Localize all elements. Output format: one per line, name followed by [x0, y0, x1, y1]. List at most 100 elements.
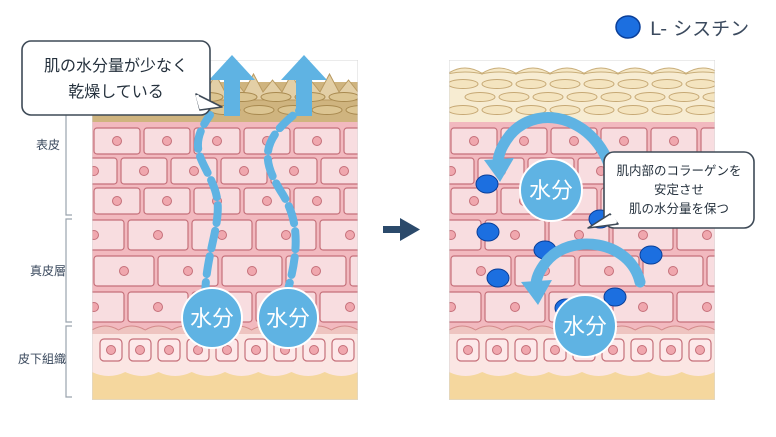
- cell-nucleus: [92, 230, 99, 240]
- fat-nucleus: [521, 345, 531, 355]
- cell-nucleus: [247, 266, 257, 276]
- corneum-cell: [243, 105, 275, 115]
- cell-nucleus: [189, 166, 199, 176]
- cell-nucleus: [112, 196, 122, 206]
- corneum-cell: [685, 79, 715, 89]
- corneum-cell: [566, 92, 598, 102]
- fat-nucleus: [463, 345, 473, 355]
- l-cystine-dot: [475, 174, 499, 194]
- corneum-cell: [549, 79, 581, 89]
- cell-nucleus: [574, 230, 584, 240]
- skin-cell: [92, 291, 125, 323]
- circulation-arrow-bottom-head: [521, 280, 552, 305]
- corneum-cell: [515, 105, 547, 115]
- fat-nucleus: [550, 345, 560, 355]
- water-circle-bg: [181, 287, 243, 349]
- skin-cell: [0, 220, 60, 250]
- circulation-arrow-top: [492, 112, 618, 181]
- skin-cell: [706, 255, 715, 287]
- cell-nucleus: [363, 197, 372, 206]
- l-cystine-dot: [639, 245, 663, 265]
- corneum-cell: [311, 105, 343, 115]
- cell-nucleus: [469, 136, 479, 146]
- right-callout-line2: 安定させ: [654, 182, 704, 197]
- cell-nucleus: [92, 302, 99, 312]
- corneum-cell: [449, 79, 479, 89]
- transition-arrow: [383, 218, 420, 241]
- water-circle: 水分: [257, 287, 319, 349]
- skin-cell: [349, 255, 358, 287]
- layer-brackets: [65, 94, 72, 398]
- water-circle-bg: [553, 294, 617, 358]
- fat-nucleus: [164, 345, 174, 355]
- right-callout: 肌内部のコラーゲンを 安定させ 肌の水分量を保つ: [587, 151, 755, 229]
- cell-nucleus: [420, 137, 429, 146]
- fat-band: [449, 372, 715, 400]
- l-cystine-dot: [476, 222, 500, 242]
- right-callout-line1: 肌内部のコラーゲンを: [616, 163, 741, 178]
- cell-nucleus: [262, 196, 272, 206]
- cell-nucleus: [112, 136, 122, 146]
- cell-nucleus: [413, 267, 422, 276]
- water-circle-bg: [257, 287, 319, 349]
- left-callout: 肌の水分量が少なく 乾燥している: [21, 40, 223, 116]
- cell-nucleus: [183, 266, 193, 276]
- skin-cell: [700, 127, 715, 155]
- corneum-cell: [651, 79, 683, 89]
- water-escape-path: [194, 111, 222, 304]
- corneum-cell: [702, 92, 715, 102]
- cell-nucleus: [604, 266, 614, 276]
- cell-nucleus: [312, 196, 322, 206]
- skin-cell: [21, 158, 67, 184]
- escape-arrow-head: [281, 55, 327, 80]
- skin-cell: [401, 128, 447, 154]
- corneum-cell: [515, 79, 547, 89]
- water-label: 水分: [266, 307, 310, 332]
- cell-nucleus: [638, 302, 648, 312]
- cell-nucleus: [376, 267, 385, 276]
- fat-nucleus: [666, 345, 676, 355]
- cell-nucleus: [569, 136, 579, 146]
- label-epidermis: 表皮: [36, 138, 60, 152]
- cell-nucleus: [345, 302, 355, 312]
- cell-nucleus: [397, 167, 406, 176]
- corneum-cell: [685, 105, 715, 115]
- fat-nucleus: [637, 345, 647, 355]
- skin-cell: [449, 291, 482, 323]
- water-circle-bg: [519, 158, 583, 222]
- corneum-cell: [634, 92, 666, 102]
- water-label: 水分: [190, 307, 234, 332]
- cell-nucleus: [733, 267, 742, 276]
- fat-nucleus: [251, 345, 261, 355]
- cell-nucleus: [720, 137, 729, 146]
- left-callout-box: [21, 40, 211, 116]
- fat-nucleus: [222, 345, 232, 355]
- water-escape-path: [263, 106, 304, 304]
- corneum-cell: [583, 105, 615, 115]
- legend: L- シスチン: [615, 15, 749, 40]
- l-cystine-legend-dot: [615, 15, 641, 39]
- fat-nucleus: [106, 345, 116, 355]
- fat-nucleus: [492, 345, 502, 355]
- corneum-cell: [532, 92, 564, 102]
- right-callout-line3: 肌の水分量を保つ: [629, 201, 729, 216]
- skin-cell: [343, 127, 358, 155]
- skin-cell: [343, 187, 358, 215]
- skin-cell: [92, 157, 118, 185]
- cell-nucleus: [40, 167, 49, 176]
- corneum-cell: [617, 79, 649, 89]
- skin-cell: [378, 158, 424, 184]
- cell-nucleus: [339, 166, 349, 176]
- corneum-cell: [549, 105, 581, 115]
- cell-nucleus: [212, 136, 222, 146]
- corneum-cell: [464, 92, 496, 102]
- cell-nucleus: [162, 196, 172, 206]
- left-callout-line2: 乾燥している: [68, 82, 164, 101]
- cell-nucleus: [449, 166, 456, 176]
- cell-nucleus: [26, 303, 35, 312]
- fat-nucleus: [608, 345, 618, 355]
- fat-nucleus: [695, 345, 705, 355]
- corneum-cell: [617, 105, 649, 115]
- water-circle: 水分: [519, 158, 583, 222]
- circulation-arrow-top-head: [484, 158, 514, 182]
